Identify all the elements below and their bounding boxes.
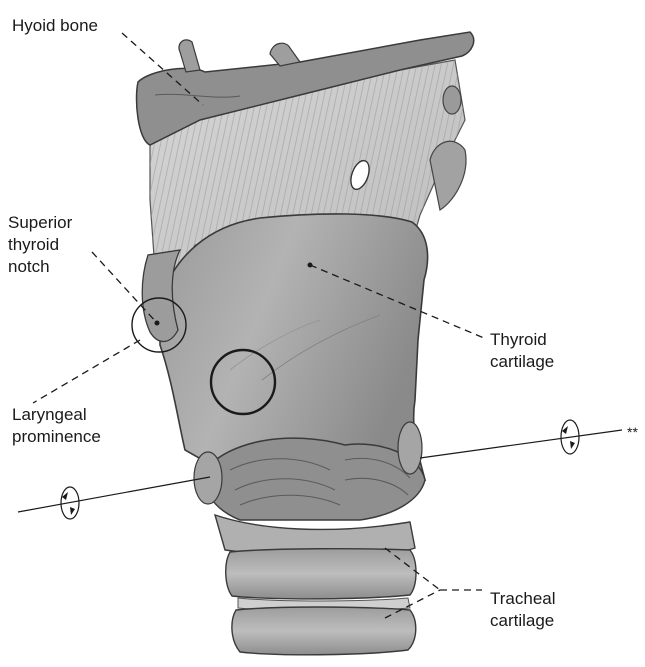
label-superior-thyroid-notch: Superior thyroid notch (8, 212, 72, 278)
label-tracheal-cartilage: Tracheal cartilage (490, 588, 556, 632)
label-axis-marker: ** (627, 421, 638, 443)
label-hyoid-bone: Hyoid bone (12, 15, 98, 37)
notch-point-marker (155, 321, 160, 326)
tracheal-rings (226, 549, 416, 655)
label-laryngeal-prominence: Laryngeal prominence (12, 404, 101, 448)
superior-horn-shape (430, 141, 466, 210)
label-thyroid-cartilage: Thyroid cartilage (490, 329, 554, 373)
thyroid-point-marker (308, 263, 313, 268)
